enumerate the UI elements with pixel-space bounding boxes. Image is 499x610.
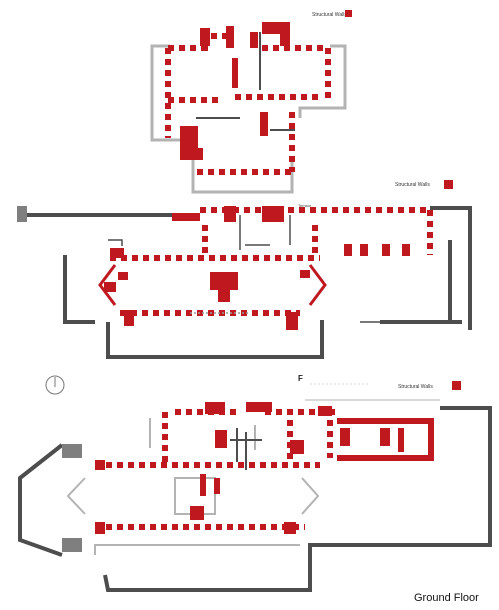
main-legend: Structural Walls	[395, 180, 453, 189]
ground-chimney-block	[62, 444, 82, 458]
main-legend-label: Structural Walls	[395, 182, 430, 188]
upper-legend: Structural Walls	[312, 10, 352, 18]
ground-legend-label: Structural Walls	[398, 384, 433, 390]
upper-light-outline	[150, 44, 347, 194]
main-wall-blocks	[104, 206, 410, 330]
main-chimney-block	[17, 206, 27, 222]
north-arrow-icon	[45, 375, 65, 395]
main-bay-windows	[98, 264, 327, 306]
ground-legend: Structural Walls	[398, 381, 461, 390]
upper-floor-plan: Structural Walls	[150, 10, 352, 194]
main-interior-lines	[108, 215, 380, 323]
main-legend-swatch	[444, 180, 453, 189]
ground-outer-walls	[18, 406, 492, 592]
ground-floor-plan: Structural Walls	[18, 381, 492, 592]
main-room-label: Terrace	[298, 203, 312, 208]
north-marker-label: F	[298, 374, 303, 383]
floor-title: Ground Floor	[414, 592, 479, 604]
ground-chimney-block-2	[62, 538, 82, 552]
ground-light-outline	[94, 418, 300, 555]
ground-legend-swatch	[452, 381, 461, 390]
upper-structural-walls	[165, 33, 331, 175]
main-outer-walls	[25, 206, 472, 359]
upper-wall-blocks	[180, 22, 290, 160]
upper-legend-swatch	[345, 10, 352, 17]
ground-interior-lines	[230, 399, 440, 470]
upper-interior-lines	[196, 32, 295, 131]
upper-legend-label: Structural Walls	[312, 12, 347, 18]
compass: F	[45, 374, 370, 395]
main-structural-walls	[110, 207, 433, 316]
ground-bay-windows	[66, 477, 320, 515]
main-floor-plan: Terrace Structural Walls	[17, 180, 472, 359]
ground-wall-blocks	[95, 402, 434, 534]
